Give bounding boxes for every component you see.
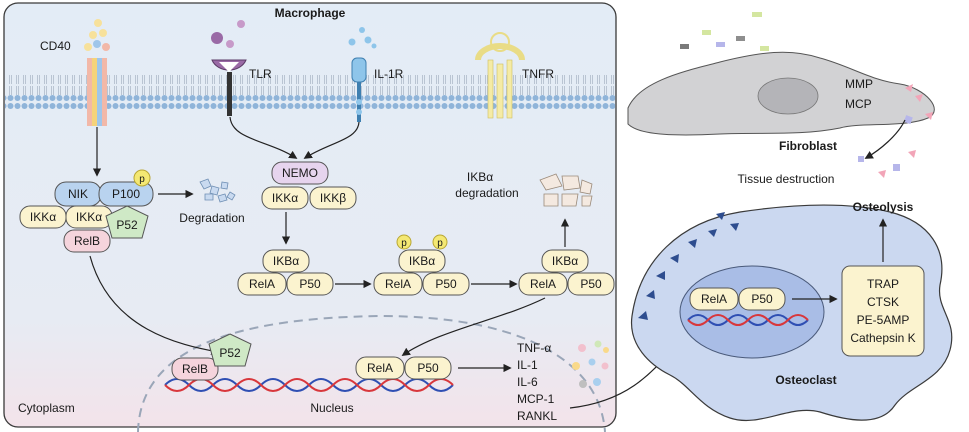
nemo-label: NEMO	[282, 166, 318, 180]
ikkb-label: IKKβ	[320, 191, 346, 205]
osteoclast-title: Osteoclast	[775, 373, 836, 387]
arrow-relb-to-nucleus	[89, 255, 220, 355]
mmp-label: MMP	[845, 77, 873, 91]
nik-label: NIK	[68, 187, 88, 201]
rela-label-3: RelA	[530, 277, 556, 291]
tlr-label: TLR	[249, 67, 272, 81]
nucleus-label: Nucleus	[310, 401, 353, 415]
ikb-degradation-label-1: IKBα	[467, 170, 493, 184]
dna-helix-macrophage	[164, 378, 454, 392]
nucleus-envelope	[137, 314, 606, 432]
degradation-fragments-icon	[199, 178, 236, 203]
target-gene-2: PE-5AMP	[857, 313, 910, 327]
il1r-receptor	[348, 27, 377, 122]
mcp-label: MCP	[845, 97, 872, 111]
cytokine-2: IL-6	[517, 375, 538, 389]
arrow-fibroblast-to-destruction	[864, 119, 906, 159]
p50-label-2: P50	[435, 277, 457, 291]
arrow-tlr-to-nemo	[229, 116, 298, 159]
ikkb-box	[309, 186, 357, 210]
ikka-label-2: IKKα	[76, 210, 102, 224]
ikka-box-3	[261, 186, 309, 210]
cytokine-0: TNF-α	[517, 341, 551, 355]
cytoplasm-label: Cytoplasm	[18, 401, 75, 415]
tnfr-receptor	[475, 32, 525, 119]
noncanonical-complex: NIK P100 p IKKα IKKα P52 RelB	[19, 169, 154, 253]
ikb-degradation-label-2: degradation	[455, 186, 518, 200]
degradation-label: Degradation	[179, 211, 244, 225]
ikb-complex-3: IKBα RelA P50	[518, 249, 615, 296]
arrow-rela-to-nucleus	[401, 297, 546, 356]
tissue-destruction-label: Tissue destruction	[738, 172, 835, 186]
p50-label-1: P50	[299, 277, 321, 291]
osteoclast-target-genes: TRAP CTSK PE-5AMP Cathepsin K	[841, 265, 925, 357]
fibroblast-secretion-icon	[680, 12, 933, 178]
rela-label-1: RelA	[249, 277, 275, 291]
nuclear-p50-label: P50	[417, 361, 439, 375]
phospho-label-2: p	[437, 238, 443, 249]
nuclear-relb-label: RelB	[182, 362, 208, 376]
cd40-label: CD40	[40, 39, 71, 53]
tnfr-label: TNFR	[522, 67, 554, 81]
ikb-label-1: IKBα	[273, 254, 299, 268]
nemo-box	[271, 161, 329, 185]
ikb-label-2: IKBα	[409, 254, 435, 268]
p100-label: P100	[112, 187, 140, 201]
target-gene-1: CTSK	[867, 295, 899, 309]
relb-label: RelB	[74, 234, 100, 248]
ikb-complex-1: IKBα RelA P50	[237, 249, 334, 296]
tlr-receptor	[211, 20, 247, 116]
cytokine-list: TNF-α IL-1 IL-6 MCP-1 RANKL	[517, 341, 557, 423]
p52-label: P52	[116, 218, 138, 232]
p52-pentagon	[105, 205, 149, 239]
phospho-label-1: p	[401, 238, 407, 249]
cytokine-1: IL-1	[517, 358, 538, 372]
nemo-complex: NEMO IKKα IKKβ	[261, 161, 357, 210]
ikka-label-1: IKKα	[30, 210, 56, 224]
nuclear-relb-p52: RelB P52	[171, 333, 252, 381]
cytokine-4: RANKL	[517, 409, 557, 423]
cytokine-dots-icon	[572, 340, 609, 388]
osteoclast-ruffled-border-icon	[638, 212, 739, 320]
nuclear-rela-p50: RelA P50	[355, 356, 452, 380]
fibroblast-title: Fibroblast	[779, 139, 837, 153]
fibroblast-cell	[627, 51, 935, 136]
cytokine-3: MCP-1	[517, 392, 555, 406]
target-gene-0: TRAP	[867, 277, 899, 291]
dna-helix-osteoclast	[687, 314, 809, 326]
il1r-label: IL-1R	[374, 67, 404, 81]
ikb-degradation-fragments-icon	[539, 173, 593, 207]
ikka-label-3: IKKα	[272, 191, 298, 205]
osteoclast-rela-p50: RelA P50	[689, 287, 786, 311]
p100-phospho-label: p	[139, 174, 145, 185]
relb-box	[63, 229, 111, 253]
cd40-receptor	[84, 19, 110, 126]
ikb-complex-2: p p IKBα RelA P50	[373, 234, 470, 296]
osteoclast-rela-label: RelA	[701, 292, 727, 306]
p50-label-3: P50	[580, 277, 602, 291]
ikb-label-3: IKBα	[552, 254, 578, 268]
p100-phospho	[133, 169, 151, 187]
nuclear-p52-label: P52	[219, 346, 241, 360]
arrow-il1r-to-nemo	[303, 121, 360, 159]
osteolysis-label: Osteolysis	[853, 200, 914, 214]
target-genes-box	[841, 265, 925, 357]
macrophage-title: Macrophage	[275, 6, 346, 20]
osteoclast-p50-label: P50	[751, 292, 773, 306]
rela-label-2: RelA	[385, 277, 411, 291]
nuclear-rela-label: RelA	[367, 361, 393, 375]
target-gene-3: Cathepsin K	[850, 331, 915, 345]
